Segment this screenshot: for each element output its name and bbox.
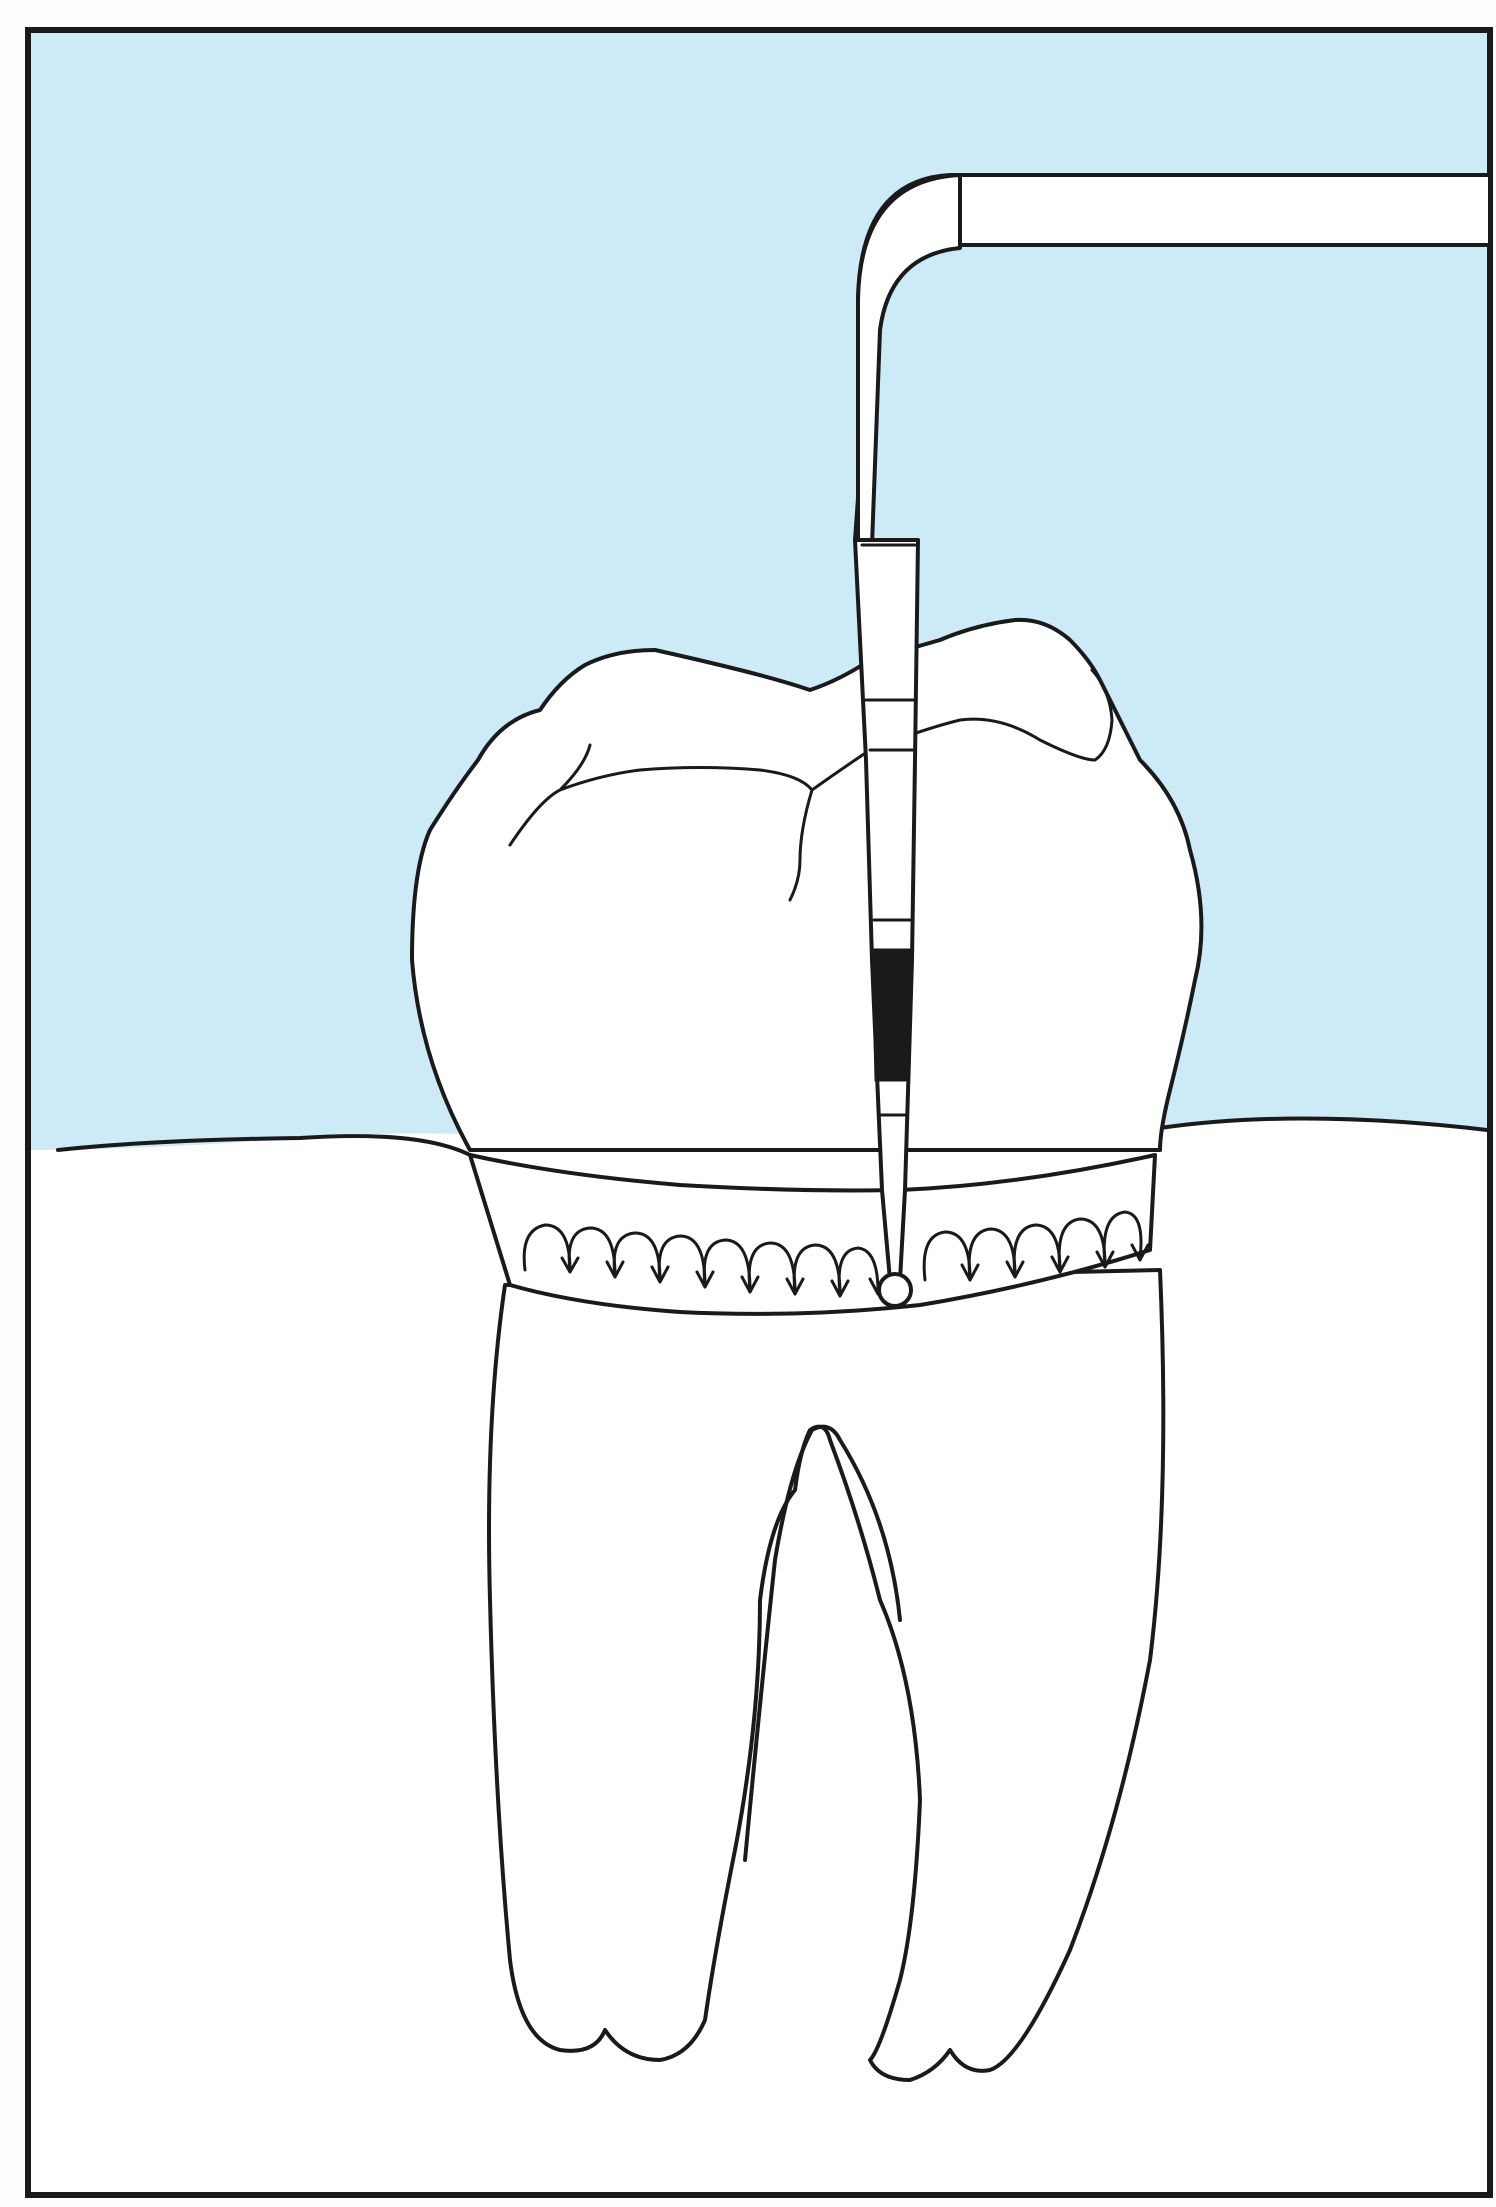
probe-black-band [873, 950, 911, 1080]
ball-tip-icon [879, 1274, 911, 1306]
